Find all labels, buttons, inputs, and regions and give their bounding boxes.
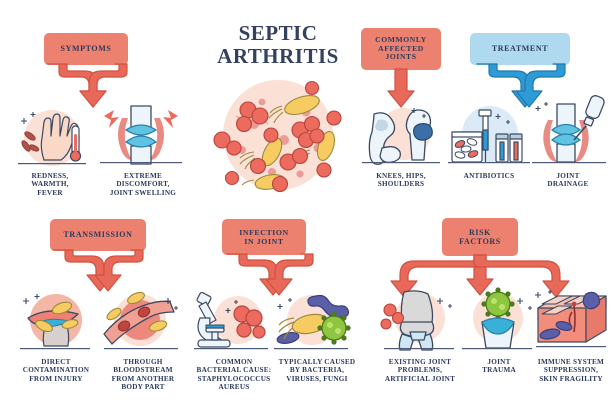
- arrow-fork-risk-factors: [390, 254, 570, 298]
- section-box-risk-factors[interactable]: RISK FACTORS: [442, 218, 518, 256]
- caption-joint-drainage: JOINT DRAINAGE: [547, 172, 589, 189]
- caption-knees-hips-shoulders: KNEES, HIPS, SHOULDERS: [376, 172, 426, 189]
- section-box-treatment[interactable]: TREATMENT: [470, 33, 570, 65]
- section-box-transmission[interactable]: TRANSMISSION: [50, 219, 146, 251]
- microscope-cocci-icon: [194, 291, 268, 350]
- caption-extreme-discomfort: EXTREME DISCOMFORT, JOINT SWELLING: [109, 172, 177, 197]
- section-box-symptoms[interactable]: SYMPTOMS: [44, 33, 128, 65]
- caption-direct-contamination: DIRECT CONTAMINATION FROM INJURY: [22, 358, 90, 383]
- caption-immune-suppression: IMMUNE SYSTEM SUPPRESSION, SKIN FRAGILIT…: [537, 358, 605, 383]
- blood-vessel-bacteria-icon: [103, 291, 178, 350]
- damaged-joint-virus-icon: [462, 287, 532, 350]
- skin-layers-bacteria-icon: [535, 290, 607, 348]
- section-box-infection-in-joint[interactable]: INFECTION IN JOINT: [222, 219, 306, 255]
- knee-drainage-syringe-icon: [532, 95, 606, 164]
- title-line-1: SEPTIC: [238, 21, 318, 45]
- pills-syringe-vials-icon: [448, 106, 530, 164]
- title-line-2: ARTHRITIS: [217, 44, 339, 69]
- caption-existing-joint-problems: EXISTING JOINT PROBLEMS, ARTIFICIAL JOIN…: [384, 358, 456, 383]
- arrow-fork-symptoms: [46, 63, 128, 108]
- arrow-fork-infection-in-joint: [226, 253, 314, 296]
- swollen-knee-joint-icon: [100, 105, 182, 165]
- bacteria-colony-icon: [213, 80, 342, 193]
- page-title: SEPTIC ARTHRITIS: [198, 21, 358, 69]
- arrow-down-commonly-affected-joints: [387, 68, 415, 108]
- caption-through-bloodstream: THROUGH BLOODSTREAM FROM ANOTHER BODY PA…: [111, 358, 175, 391]
- caption-joint-trauma: JOINT TRAUMA: [482, 358, 516, 375]
- hip-joint-bone-icon: [362, 108, 440, 165]
- hand-thermometer-icon: [18, 110, 86, 166]
- caption-redness-warmth-fever: REDNESS, WARMTH, FEVER: [31, 172, 69, 197]
- caption-common-bacterial-cause: COMMON BACTERIAL CAUSE: STAPHYLOCOCCUS A…: [196, 358, 272, 391]
- section-box-commonly-affected-joints[interactable]: COMMONLY AFFECTED JOINTS: [361, 28, 441, 70]
- bacteria-virus-icon: [274, 294, 351, 350]
- caption-typically-caused-by: TYPICALLY CAUSED BY BACTERIA, VIRUSES, F…: [278, 358, 356, 383]
- arrow-fork-transmission: [52, 249, 144, 292]
- open-wound-bacteria-icon: [20, 294, 90, 350]
- artificial-knee-joint-icon: [380, 290, 454, 351]
- caption-antibiotics: ANTIBIOTICS: [463, 172, 515, 180]
- arrow-fork-treatment: [476, 63, 566, 108]
